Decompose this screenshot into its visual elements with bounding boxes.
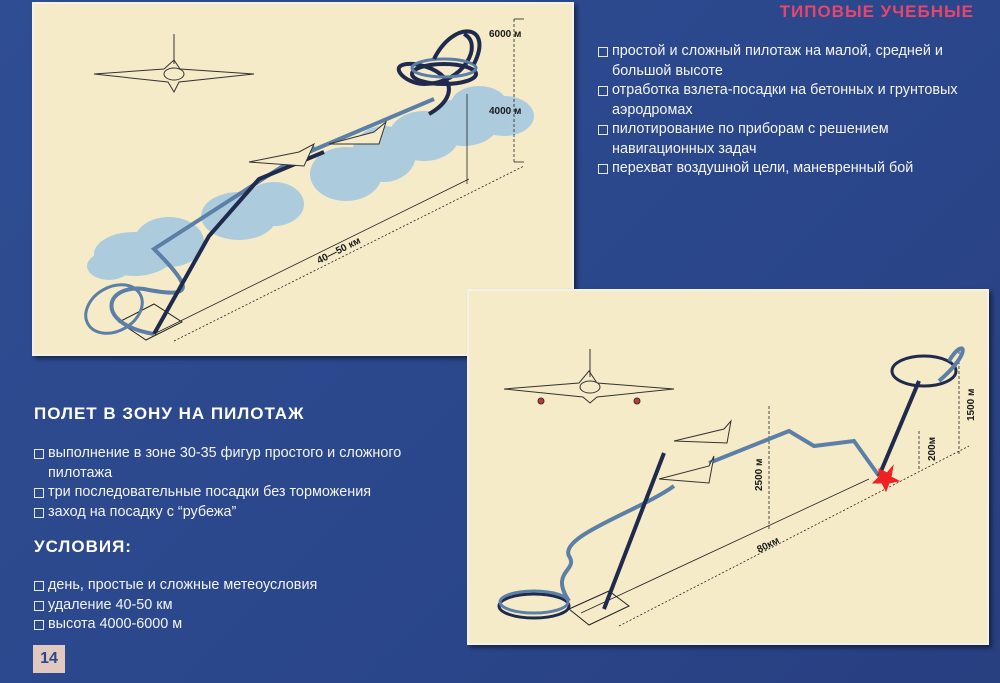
loop-top	[890, 354, 958, 388]
loop-bottom	[497, 592, 571, 620]
checkbox-icon	[34, 449, 44, 459]
loop-bottom	[84, 283, 144, 335]
path-light	[109, 144, 316, 336]
checkbox-icon	[34, 600, 44, 611]
checkbox-icon	[598, 125, 608, 135]
label-1500: 1500 м	[966, 389, 977, 421]
ground-lines	[580, 351, 970, 627]
explosion-icon	[871, 464, 901, 493]
page-number: 14	[33, 645, 65, 673]
checkbox-icon	[34, 620, 44, 630]
checkbox-icon	[598, 86, 608, 96]
list-item: три последовательные посадки без торможе…	[34, 483, 454, 503]
list-item: высота 4000-6000 м	[34, 615, 434, 635]
ground-lines	[153, 18, 525, 342]
page-heading: ТИПОВЫЕ УЧЕБНЫЕ	[779, 2, 974, 21]
runway	[568, 590, 630, 626]
list-item: заход на посадку с “рубежа”	[34, 503, 454, 523]
conditions-list: день, простые и сложные метеоусловия уда…	[34, 576, 434, 635]
list-item: выполнение в зоне 30-35 фигур простого и…	[34, 444, 454, 483]
plane-icon-front	[503, 349, 675, 405]
list-item: отработка взлета-посадки на бетонных и г…	[598, 81, 993, 120]
diagram-intercept-svg: 2500 м 1500 м 200м 80км	[497, 346, 977, 627]
list-item: пилотирование по приборам с решением нав…	[598, 120, 993, 159]
path-dark	[602, 452, 666, 610]
plane-icon-front	[93, 34, 255, 94]
section-title-zone: ПОЛЕТ В ЗОНУ НА ПИЛОТАЖ	[34, 404, 305, 423]
list-item: перехват воздушной цели, маневренный бой	[598, 159, 993, 179]
checkbox-icon	[34, 581, 44, 591]
training-types-list: простой и сложный пилотаж на малой, сред…	[598, 42, 993, 179]
zone-flight-list: выполнение в зоне 30-35 фигур простого и…	[34, 444, 454, 522]
checkbox-icon	[598, 47, 608, 57]
label-200: 200м	[927, 437, 938, 461]
loop-top	[410, 62, 478, 86]
diagram-zone-flight: 6000 м 4000 м 40—50 км	[32, 2, 574, 356]
clouds	[87, 86, 534, 280]
plane-icon-2	[328, 120, 387, 145]
checkbox-icon	[34, 507, 44, 518]
label-distance-bottom: 80км	[755, 535, 781, 555]
label-4000: 4000 м	[489, 106, 521, 117]
list-item: простой и сложный пилотаж на малой, сред…	[598, 42, 993, 81]
label-2500: 2500 м	[754, 459, 765, 491]
plane-icon-2	[658, 455, 715, 484]
list-item: удаление 40-50 км	[34, 596, 434, 616]
path-light	[560, 484, 676, 603]
diagram-intercept: 2500 м 1500 м 200м 80км	[467, 289, 989, 645]
list-item: день, простые и сложные метеоусловия	[34, 576, 434, 596]
label-6000: 6000 м	[489, 29, 521, 40]
section-title-conditions: УСЛОВИЯ:	[34, 537, 132, 556]
plane-icon-1	[673, 419, 732, 444]
checkbox-icon	[598, 164, 608, 174]
diagram-zone-flight-svg: 6000 м 4000 м 40—50 км	[84, 18, 534, 342]
checkbox-icon	[34, 488, 44, 498]
plane-icon-1	[248, 142, 316, 167]
